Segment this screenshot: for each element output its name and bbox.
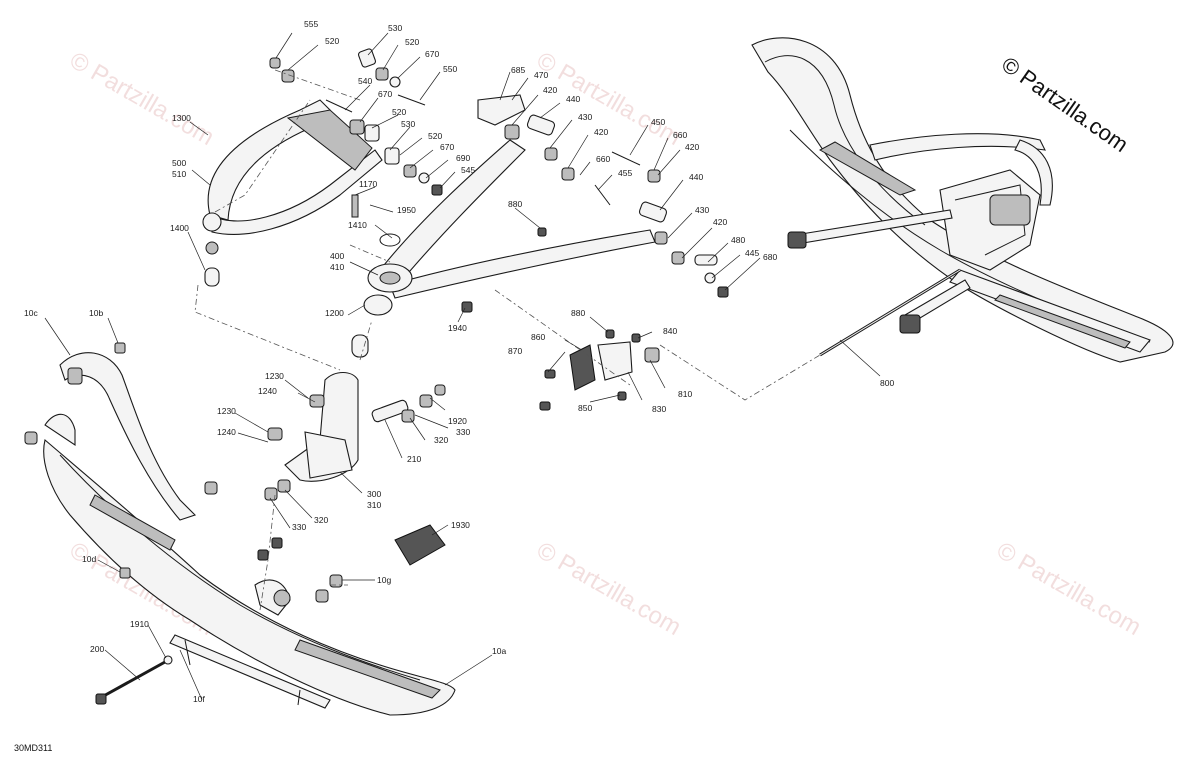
callout-label: 670 (425, 49, 439, 59)
watermark: © Partzilla.com (65, 47, 219, 151)
callout-label: 520 (392, 107, 406, 117)
callout-label: 880 (571, 308, 585, 318)
spindle-assembly (257, 329, 660, 566)
callout-label: 850 (578, 403, 592, 413)
watermark: © Partzilla.com (992, 537, 1146, 641)
callout-label: 1410 (348, 220, 367, 230)
callout-label: 440 (689, 172, 703, 182)
callout-label: 670 (440, 142, 454, 152)
callout-label: 800 (880, 378, 894, 388)
callout-label: 330 (292, 522, 306, 532)
callout-label: 10c (24, 308, 38, 318)
callout-label: 1240 (258, 386, 277, 396)
callout-label: 10a (492, 646, 506, 656)
callout-label: 810 (678, 389, 692, 399)
callout-label: 1240 (217, 427, 236, 437)
callout-label: 1200 (325, 308, 344, 318)
callout-label: 520 (325, 36, 339, 46)
callout-label: 300 (367, 489, 381, 499)
callout-label: 420 (543, 85, 557, 95)
callout-label: 10g (377, 575, 391, 585)
callout-labels: 555 530 520 520 670 550 540 670 520 530 … (24, 19, 894, 704)
callout-label: 450 (651, 117, 665, 127)
callout-label: 1230 (265, 371, 284, 381)
callout-label: 310 (367, 500, 381, 510)
callout-label: 520 (405, 37, 419, 47)
callout-label: 555 (304, 19, 318, 29)
watermark: © Partzilla.com (532, 47, 686, 151)
callout-label: 550 (443, 64, 457, 74)
callout-label: 420 (685, 142, 699, 152)
callout-label: 840 (663, 326, 677, 336)
callout-label: 500 (172, 158, 186, 168)
callout-label: 10f (193, 694, 205, 704)
callout-label: 1930 (451, 520, 470, 530)
callout-label: 860 (531, 332, 545, 342)
drawing-number: 30MD311 (14, 743, 52, 753)
callout-label: 1230 (217, 406, 236, 416)
callout-label: 200 (90, 644, 104, 654)
callout-label: 545 (461, 165, 475, 175)
callout-label: 520 (428, 131, 442, 141)
callout-label: 10b (89, 308, 103, 318)
exploded-ski (24, 342, 456, 716)
callout-label: 410 (330, 262, 344, 272)
leader-lines (44, 32, 881, 701)
callout-label: 440 (566, 94, 580, 104)
callout-label: 690 (456, 153, 470, 163)
callout-label: 320 (434, 435, 448, 445)
callout-label: 660 (596, 154, 610, 164)
callout-label: 670 (378, 89, 392, 99)
callout-label: 510 (172, 169, 186, 179)
callout-label: 10d (82, 554, 96, 564)
callout-label: 1920 (448, 416, 467, 426)
callout-label: 210 (407, 454, 421, 464)
callout-label: 660 (673, 130, 687, 140)
callout-label: 830 (652, 404, 666, 414)
callout-label: 455 (618, 168, 632, 178)
assembled-ski-view (751, 37, 1174, 363)
callout-label: 530 (401, 119, 415, 129)
callout-label: 685 (511, 65, 525, 75)
callout-label: 400 (330, 251, 344, 261)
callout-label: 530 (388, 23, 402, 33)
callout-label: 420 (594, 127, 608, 137)
assembly-paths (194, 69, 821, 611)
callout-label: 880 (508, 199, 522, 209)
callout-label: 680 (763, 252, 777, 262)
callout-label: 1300 (172, 113, 191, 123)
callout-label: 430 (695, 205, 709, 215)
callout-label: 430 (578, 112, 592, 122)
callout-label: 1940 (448, 323, 467, 333)
callout-label: 445 (745, 248, 759, 258)
lower-a-arm (351, 94, 729, 358)
callout-label: 1170 (359, 179, 378, 189)
callout-label: 870 (508, 346, 522, 356)
callout-label: 330 (456, 427, 470, 437)
callout-label: 470 (534, 70, 548, 80)
callout-label: 480 (731, 235, 745, 245)
upper-a-arm (202, 48, 443, 287)
callout-label: 540 (358, 76, 372, 86)
callout-label: 320 (314, 515, 328, 525)
callout-label: 1400 (170, 223, 189, 233)
callout-label: 1950 (397, 205, 416, 215)
callout-label: 420 (713, 217, 727, 227)
callout-label: 1910 (130, 619, 149, 629)
watermark: © Partzilla.com (532, 537, 686, 641)
